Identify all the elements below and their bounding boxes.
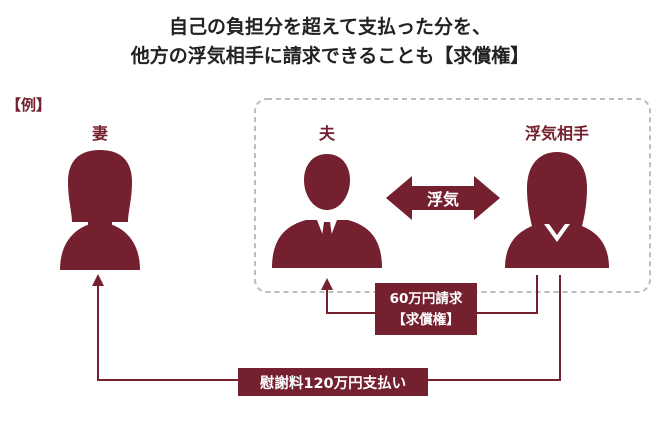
title-line-2: 他方の浮気相手に請求できることも【求償権】 [130,44,530,67]
double-arrow-icon [386,176,500,220]
claim-line-1: 60万円請求 [390,290,463,307]
claim-connector [326,275,538,314]
woman-silhouette-icon [505,152,609,268]
title-line-1: 自己の負担分を超えて支払った分を、 [169,15,491,38]
wife-label: 妻 [92,124,108,143]
payment-label: 慰謝料120万円支払い [260,374,406,392]
payment-connector [97,275,561,381]
arrow-up-icon [321,278,333,290]
relation-label: 浮気 [427,190,459,209]
woman-silhouette-icon [60,150,140,270]
claim-box [375,283,477,335]
claim-line-2: 【求償権】 [392,311,460,328]
husband-label: 夫 [319,124,336,143]
partner-label: 浮気相手 [525,124,589,143]
example-label: 【例】 [6,96,51,114]
man-silhouette-icon [272,154,382,268]
payment-box [238,368,428,396]
arrow-up-icon [92,274,104,286]
